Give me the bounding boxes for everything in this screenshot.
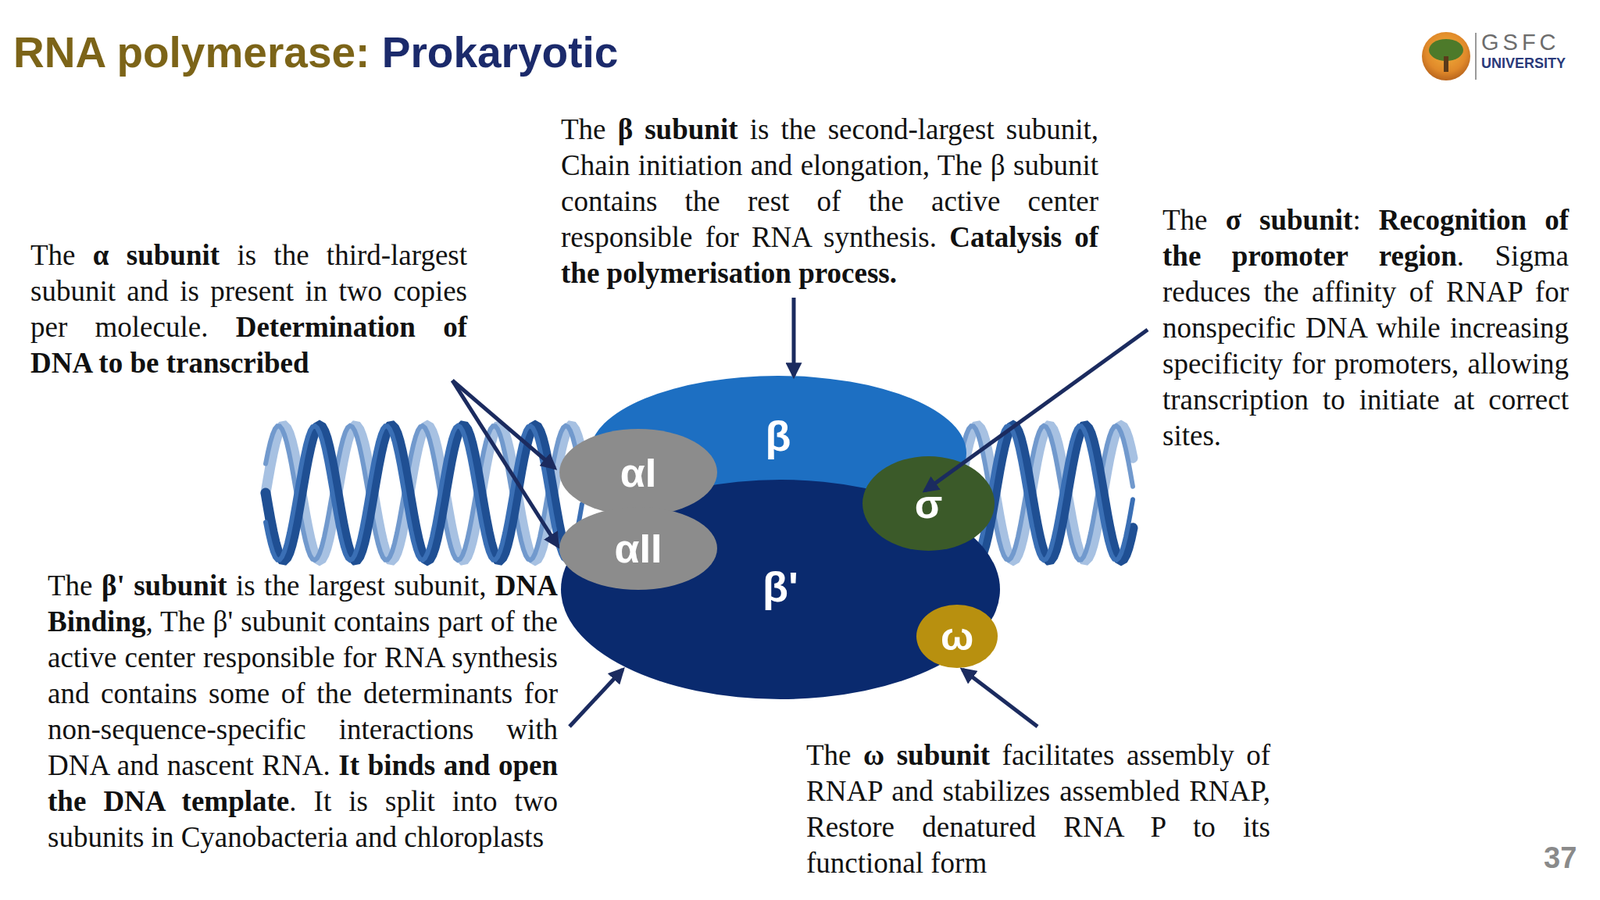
subunit-ellipse: αI bbox=[559, 428, 718, 516]
callout-emphasis: β' subunit bbox=[101, 569, 228, 602]
subunit-label: ω bbox=[916, 604, 998, 668]
callout-body: is the largest subunit, bbox=[235, 569, 486, 602]
page-number: 37 bbox=[1543, 840, 1577, 875]
callout-emphasis: β subunit bbox=[617, 113, 739, 146]
logo-tree-trunk bbox=[1443, 56, 1449, 72]
callout-body: The bbox=[1162, 203, 1208, 236]
dna-strand bbox=[265, 425, 583, 561]
ellipse-fill bbox=[916, 604, 998, 668]
logo-subtitle: UNIVERSITY bbox=[1481, 54, 1566, 72]
callout-emphasis: σ subunit bbox=[1225, 203, 1354, 236]
callout-text: The β subunit is the second-largest subu… bbox=[560, 111, 1099, 292]
dna-strand bbox=[265, 425, 583, 561]
beta-leader-arrow bbox=[792, 297, 797, 376]
logo-disc bbox=[1421, 32, 1471, 81]
callout-body: The bbox=[30, 239, 76, 272]
callout-emphasis: α subunit bbox=[92, 239, 220, 272]
ellipse-fill bbox=[862, 456, 995, 551]
omega-leader-arrow bbox=[962, 669, 1038, 727]
subunit-label: αI bbox=[559, 428, 718, 516]
subunit-label: σ bbox=[862, 456, 995, 551]
dna-strand bbox=[265, 425, 583, 561]
ellipse-fill bbox=[559, 428, 718, 516]
callout-text: The β' subunit is the largest subunit, D… bbox=[47, 567, 558, 856]
subunit-ellipse: ω bbox=[916, 604, 998, 668]
callout-text: The α subunit is the third-largest subun… bbox=[30, 237, 468, 382]
callout-body: The bbox=[806, 739, 852, 772]
logo-divider bbox=[1475, 32, 1477, 80]
subunit-ellipse: σ bbox=[862, 456, 995, 551]
beta-prime-leader-arrow bbox=[569, 669, 623, 727]
callout-emphasis: ω subunit bbox=[863, 739, 990, 772]
ellipse-fill bbox=[559, 507, 718, 590]
callout-body: The bbox=[47, 569, 93, 602]
callout-body: : bbox=[1352, 203, 1361, 236]
subunit-ellipse: αII bbox=[559, 507, 718, 590]
callout-text: The ω subunit facilitates assembly of RN… bbox=[806, 737, 1271, 882]
callout-text: The σ subunit: Recognition of the promot… bbox=[1162, 202, 1569, 454]
alpha-leader-arrow bbox=[452, 380, 555, 468]
alpha-leader-arrow bbox=[452, 380, 558, 547]
dna-strand bbox=[265, 425, 583, 561]
slide-title: RNA polymerase: Prokaryotic bbox=[13, 26, 618, 79]
callout-body: The bbox=[560, 113, 607, 146]
logo-wordmark: GSFC bbox=[1481, 29, 1561, 55]
subunit-label: αII bbox=[559, 507, 718, 590]
